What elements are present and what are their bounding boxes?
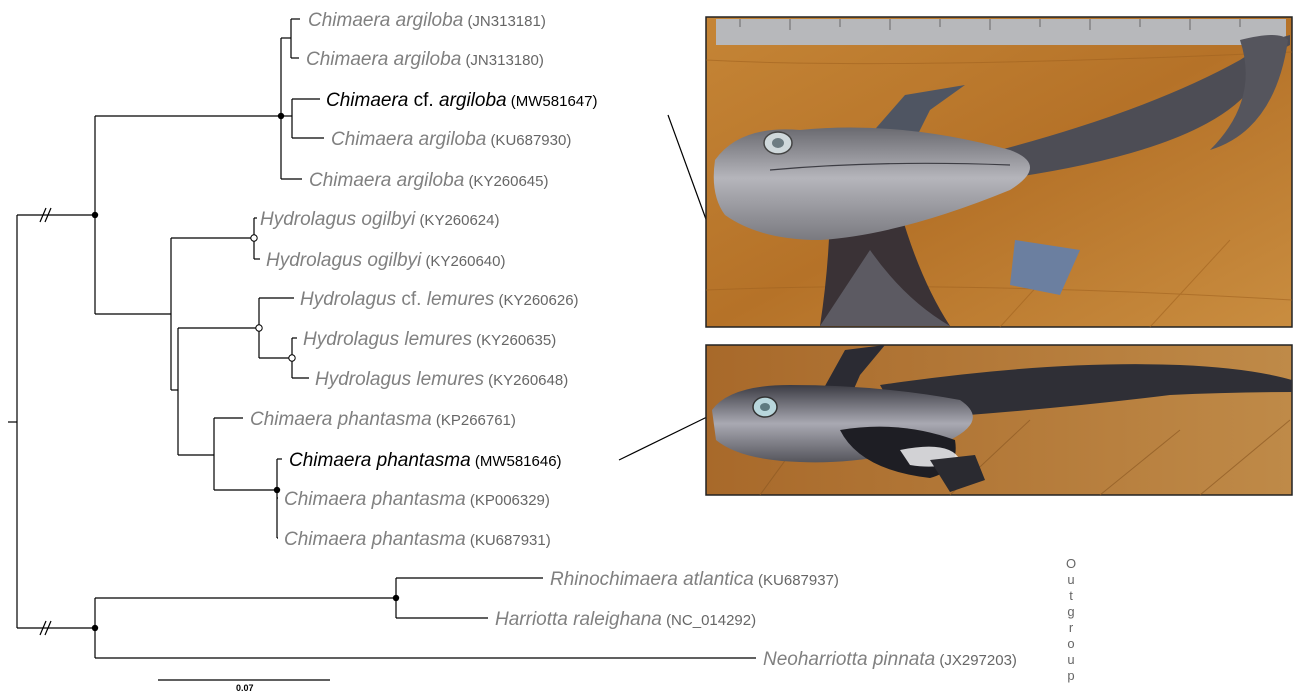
taxon-label: Hydrolagus lemures (KY260635)	[303, 329, 556, 350]
taxon-label: Hydrolagus lemures (KY260648)	[315, 369, 568, 390]
taxon-label-highlight: Chimaera phantasma (MW581646)	[289, 450, 562, 471]
outgroup-letter: O	[1066, 556, 1076, 571]
taxon-label: Chimaera argiloba (KY260645)	[309, 170, 549, 191]
node-supported	[278, 113, 284, 119]
node-weak	[289, 355, 295, 361]
outgroup-letter: p	[1067, 668, 1074, 683]
scale-bar: 0.07	[158, 680, 330, 691]
node-weak	[256, 325, 262, 331]
outgroup-label: Outgroup	[1066, 556, 1076, 683]
taxon-label: Neoharriotta pinnata (JX297203)	[763, 649, 1017, 670]
outgroup-letter: u	[1067, 572, 1074, 587]
taxon-label: Rhinochimaera atlantica (KU687937)	[550, 569, 839, 590]
taxon-label: Hydrolagus ogilbyi (KY260624)	[260, 209, 500, 230]
outgroup-letter: o	[1067, 636, 1074, 651]
node-supported	[274, 487, 280, 493]
taxon-label: Hydrolagus ogilbyi (KY260640)	[266, 250, 506, 271]
taxon-label: Chimaera argiloba (JN313181)	[308, 10, 546, 31]
photo-chimaera-cf-argiloba	[706, 17, 1292, 327]
outgroup-letter: g	[1067, 604, 1074, 619]
taxon-label: Chimaera phantasma (KP266761)	[250, 409, 516, 430]
taxon-label-highlight: Chimaera cf. argiloba (MW581647)	[326, 90, 597, 111]
taxon-label: Chimaera phantasma (KU687931)	[284, 529, 551, 550]
taxon-label: Chimaera argiloba (KU687930)	[331, 129, 571, 150]
taxon-label: Chimaera phantasma (KP006329)	[284, 489, 550, 510]
ruler	[716, 19, 1286, 45]
node-supported	[393, 595, 399, 601]
node-weak	[251, 235, 257, 241]
node-supported	[92, 212, 98, 218]
node-supported	[92, 625, 98, 631]
scale-bar-label: 0.07	[236, 683, 254, 691]
taxon-label: Hydrolagus cf. lemures (KY260626)	[300, 289, 579, 310]
outgroup-letter: u	[1067, 652, 1074, 667]
taxon-label: Chimaera argiloba (JN313180)	[306, 49, 544, 70]
outgroup-letter: t	[1069, 588, 1073, 603]
outgroup-letter: r	[1069, 620, 1074, 635]
photo-connectors	[619, 115, 707, 460]
photo-chimaera-phantasma	[706, 345, 1292, 495]
taxon-label: Harriotta raleighana (NC_014292)	[495, 609, 756, 630]
